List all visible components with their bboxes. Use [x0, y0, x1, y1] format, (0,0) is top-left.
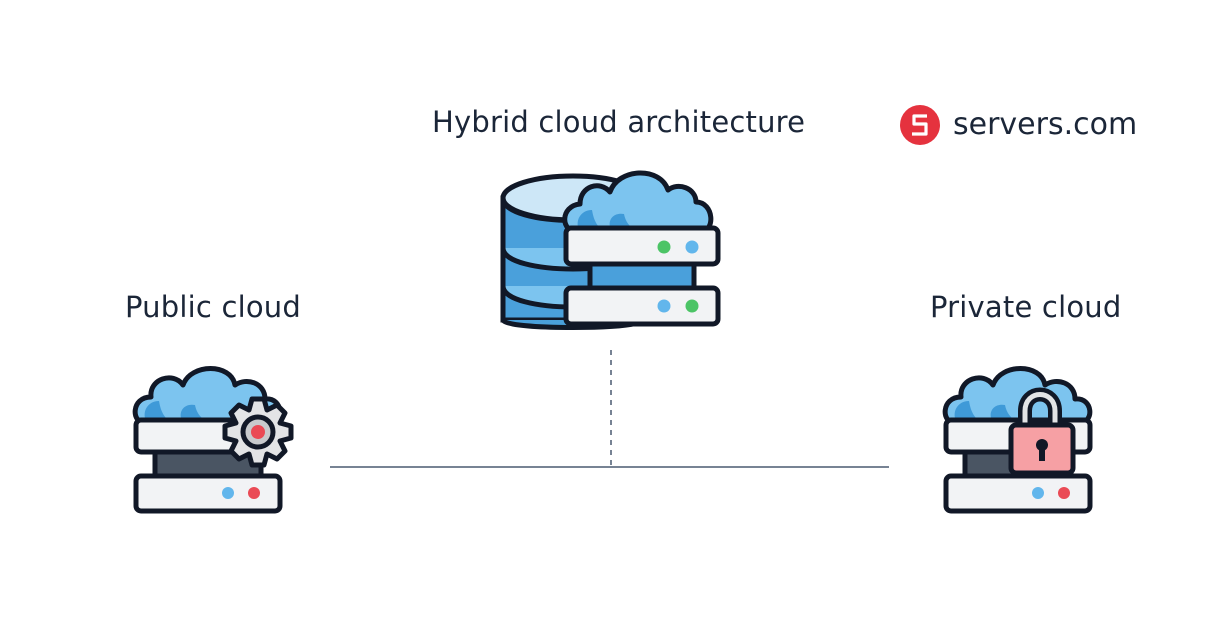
- public-cloud-icon: [132, 366, 294, 514]
- private-cloud-icon: [942, 366, 1093, 514]
- brand-name: servers.com: [953, 107, 1138, 142]
- public-cloud-label: Public cloud: [125, 290, 301, 324]
- hybrid-cloud-icon: [500, 170, 721, 330]
- diagram-title: Hybrid cloud architecture: [432, 105, 806, 139]
- lock-icon: [1008, 387, 1076, 476]
- brand-logo: servers.com: [899, 104, 1137, 146]
- private-cloud-label: Private cloud: [930, 290, 1122, 324]
- servers-logo-icon: [900, 105, 940, 145]
- gear-icon: [222, 396, 294, 468]
